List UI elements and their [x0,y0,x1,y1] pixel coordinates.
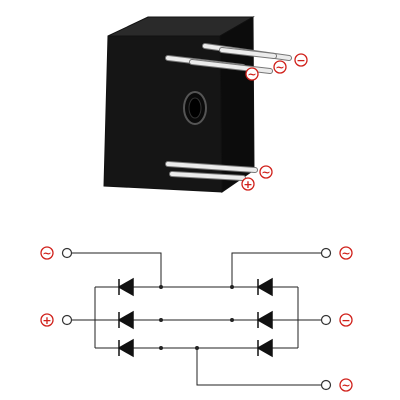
pin-label-positive: + [241,177,255,191]
svg-text:~: ~ [42,247,51,260]
diode-left-top [117,277,134,297]
svg-text:~: ~ [341,379,350,392]
terminal-label-ac-right-top: ~ [339,246,353,260]
diodes [117,277,273,358]
package-front-face [103,35,223,193]
terminal-circle-ac-right-bottom [320,379,332,391]
diode-left-middle [117,310,134,330]
package-drawing: ~ ~ − ~ + [103,16,308,193]
bridge-schematic [71,252,322,386]
pin-label-negative: − [294,53,308,67]
svg-text:−: − [341,314,350,327]
terminal-circle-ac-right-top [320,247,332,259]
svg-text:~: ~ [247,68,256,81]
diode-right-middle [256,310,273,330]
terminal-circle-ac-left [61,247,73,259]
package-pins-top [165,43,292,74]
junction-dots [159,285,234,350]
wire-ac-left [71,252,162,287]
svg-text:−: − [296,54,305,67]
wire-ac-right-top [231,252,322,287]
terminal-label-positive: + [40,313,54,327]
wire-ac-right-bottom [196,348,322,386]
svg-text:+: + [42,314,51,327]
terminal-label-negative: − [339,313,353,327]
pin-label-ac-top-1: ~ [245,67,259,81]
pin-label-ac-top-2: ~ [273,60,287,74]
terminal-label-ac-left: ~ [40,246,54,260]
terminal-circles [61,247,332,391]
terminal-circle-negative [320,314,332,326]
svg-text:+: + [243,178,252,191]
diode-left-bottom [117,338,134,358]
pin-label-ac-bottom: ~ [259,165,273,179]
svg-text:~: ~ [275,61,284,74]
diode-right-top [256,277,273,297]
diode-right-bottom [256,338,273,358]
terminal-label-ac-right-bottom: ~ [339,378,353,392]
svg-text:~: ~ [341,247,350,260]
svg-text:~: ~ [261,166,270,179]
package-pins-bottom [165,161,258,181]
terminal-circle-positive [61,314,73,326]
